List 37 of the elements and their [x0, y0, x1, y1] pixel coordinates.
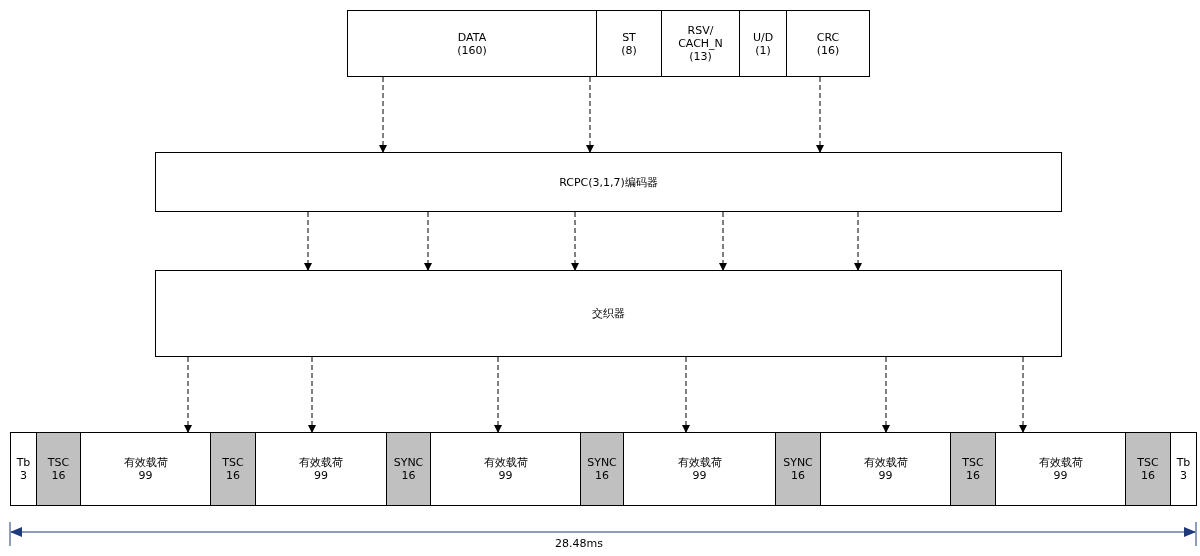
frame-cell: TSC 16 [1125, 432, 1171, 506]
field-cell: U/D (1) [739, 10, 787, 77]
interleaver-box: 交织器 [155, 270, 1062, 357]
field-cell: CRC (16) [786, 10, 870, 77]
arrow [586, 76, 594, 153]
frame-cell: TSC 16 [950, 432, 996, 506]
arrow [719, 211, 727, 271]
frame-cell: 有效载荷 99 [80, 432, 211, 506]
frame-cell: SYNC 16 [386, 432, 431, 506]
arrow [494, 356, 502, 433]
arrow [1019, 356, 1027, 433]
arrow [682, 356, 690, 433]
frame-cell: 有效载荷 99 [430, 432, 581, 506]
frame-cell: TSC 16 [210, 432, 256, 506]
frame-cell: 有效载荷 99 [820, 432, 951, 506]
arrow [379, 76, 387, 153]
frame-cell: Tb 3 [10, 432, 37, 506]
arrow [882, 356, 890, 433]
encoder-box: RCPC(3,1,7)编码器 [155, 152, 1062, 212]
arrow [304, 211, 312, 271]
arrow [816, 76, 824, 153]
frame-cell: SYNC 16 [775, 432, 821, 506]
field-cell: DATA (160) [347, 10, 597, 77]
frame-cell: TSC 16 [36, 432, 81, 506]
frame-cell: 有效载荷 99 [255, 432, 387, 506]
frame-cell: 有效载荷 99 [623, 432, 776, 506]
frame-cell: SYNC 16 [580, 432, 624, 506]
arrow [854, 211, 862, 271]
frame-cell: 有效载荷 99 [995, 432, 1126, 506]
field-cell: ST (8) [596, 10, 662, 77]
arrow [424, 211, 432, 271]
arrow [308, 356, 316, 433]
field-cell: RSV/ CACH_N (13) [661, 10, 740, 77]
arrow [184, 356, 192, 433]
arrow [571, 211, 579, 271]
frame-cell: Tb 3 [1170, 432, 1197, 506]
dimension-label: 28.48ms [555, 537, 603, 550]
